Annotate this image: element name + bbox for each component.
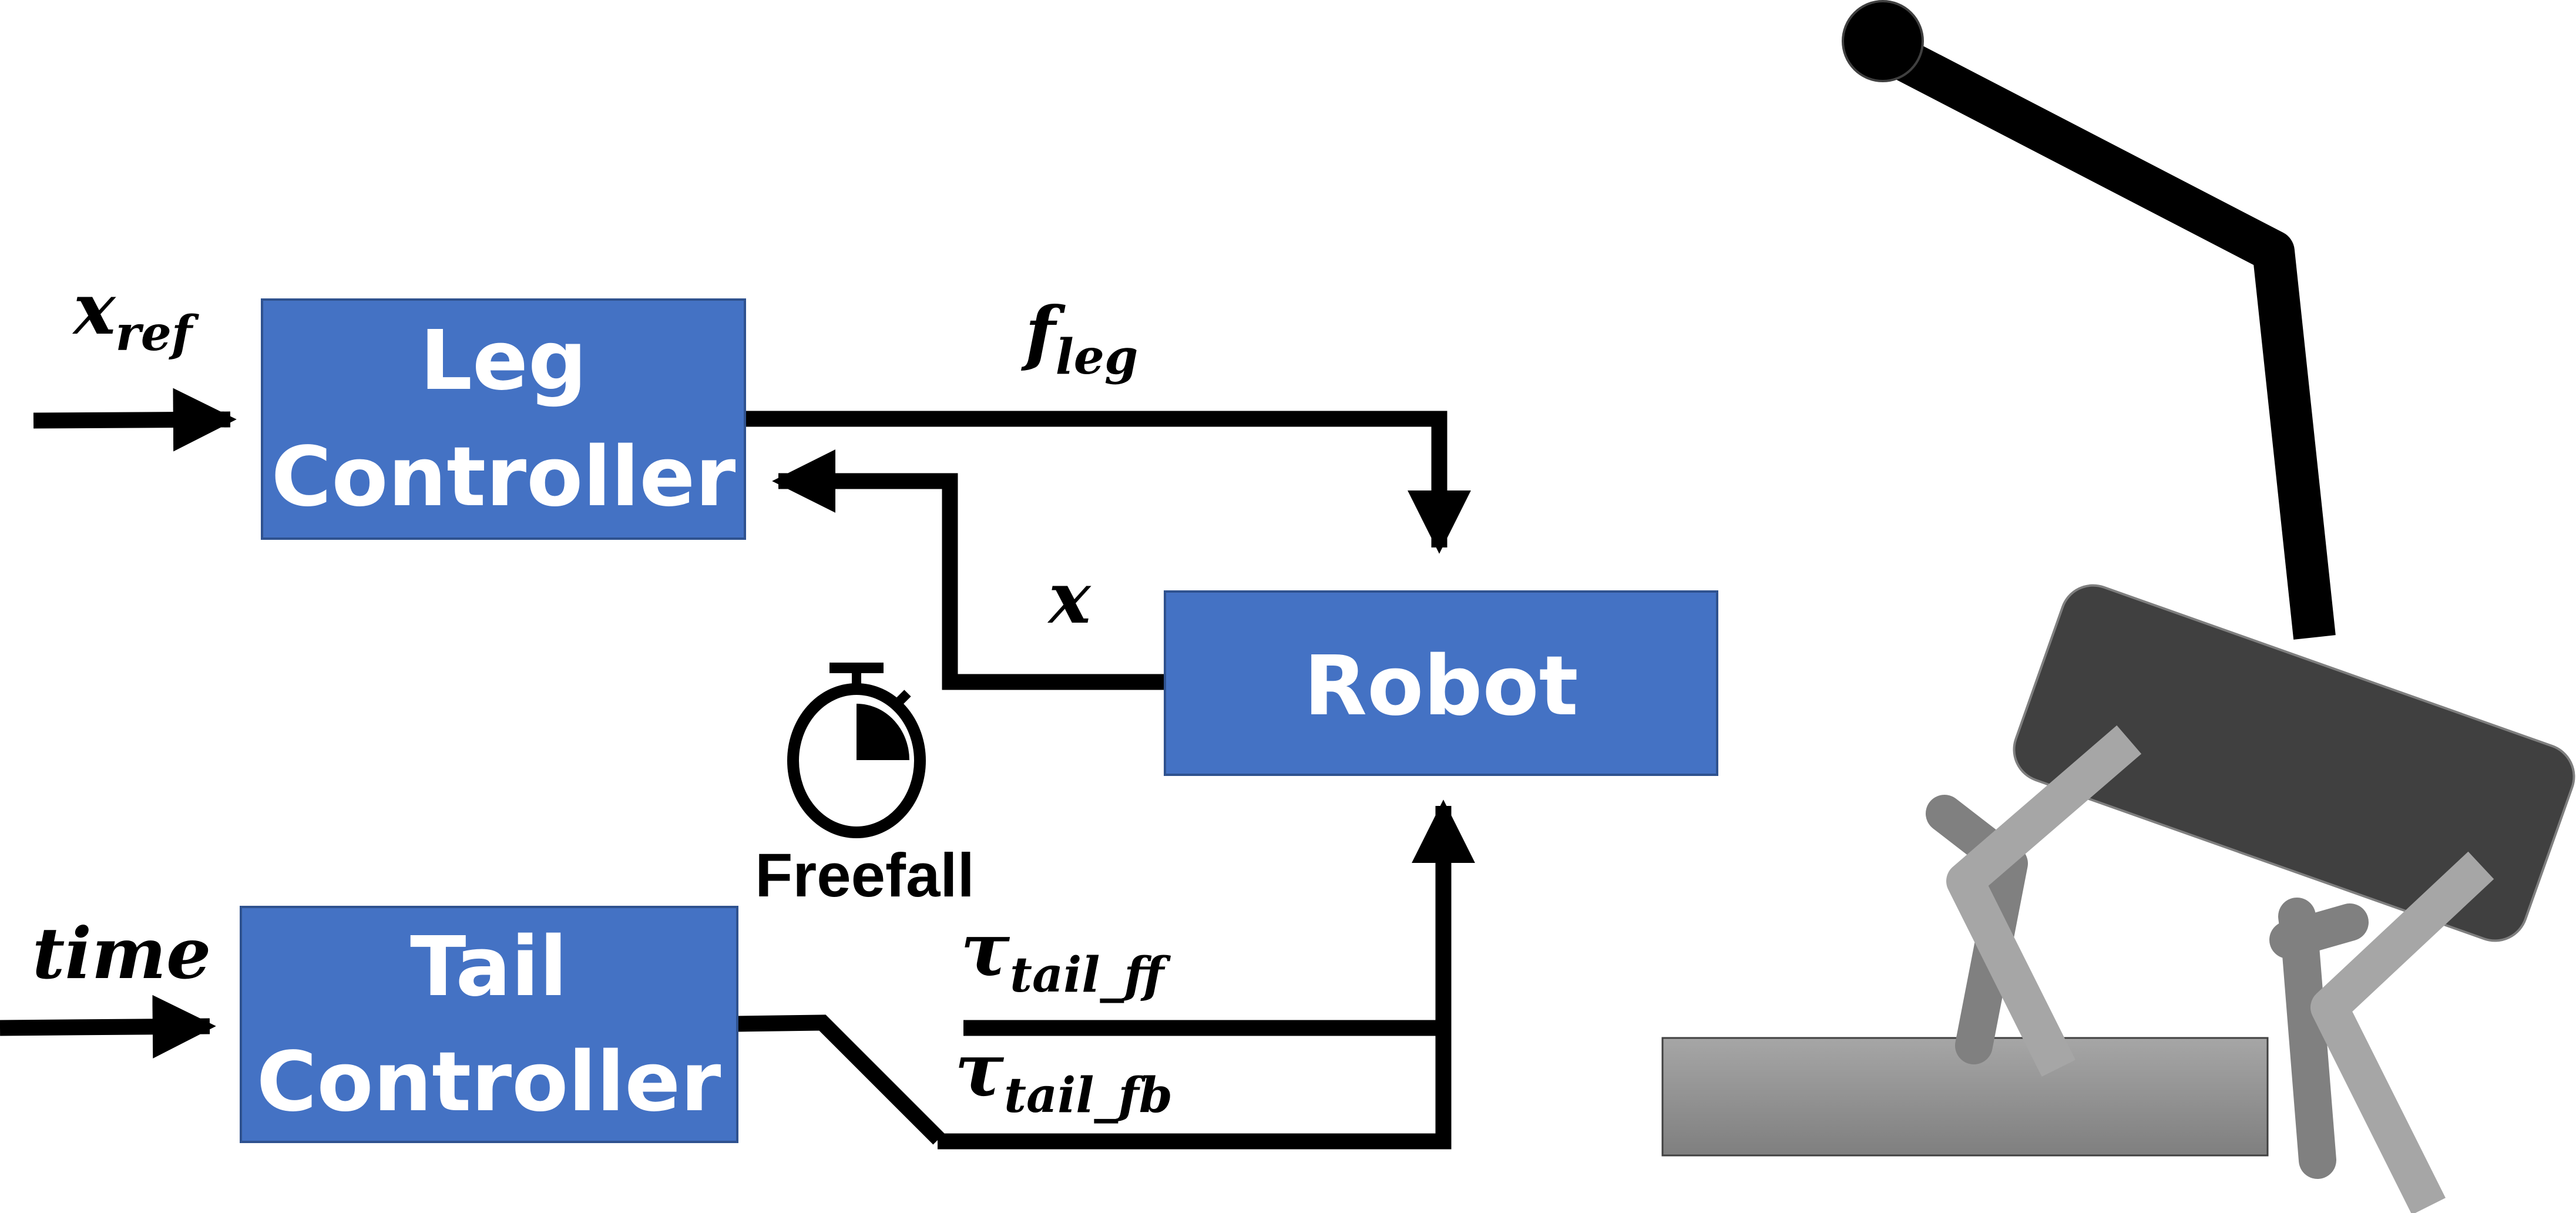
x-feedback-arrow xyxy=(772,449,1165,690)
front-leg-back-top xyxy=(2269,903,2369,959)
signal-label-xref: xref xyxy=(72,268,199,362)
robot-block: Robot xyxy=(1164,590,1718,776)
tail-controller-block: Tail Controller xyxy=(240,906,738,1143)
leg-controller-box xyxy=(261,298,746,540)
fleg-arrow xyxy=(744,411,1471,554)
signal-label-x: x xyxy=(1047,557,1091,640)
tailed-quadruped-robot-icon xyxy=(1661,0,2575,1213)
freefall-caption: Freefall xyxy=(755,841,975,910)
robot-label: Robot xyxy=(1304,639,1578,734)
leg-controller-label-line2: Controller xyxy=(271,429,736,525)
signal-label-tau-tail-fb: τtail_fb xyxy=(955,1027,1173,1124)
signal-label-time: time xyxy=(32,912,211,995)
tail-controller-box xyxy=(240,906,738,1143)
rear-leg-front xyxy=(1946,725,2142,1077)
leg-controller-block: Leg Controller xyxy=(261,298,746,540)
time-arrow xyxy=(0,994,216,1059)
tail-controller-label-line2: Controller xyxy=(257,1034,721,1130)
tail-controller-label-line1: Tail xyxy=(410,919,567,1015)
signal-label-tau-tail-ff: τtail_ff xyxy=(960,907,1171,1003)
tau-fb-arrow xyxy=(938,799,1475,1150)
leg-controller-label-line1: Leg xyxy=(420,313,587,409)
xref-arrow xyxy=(33,388,237,452)
signal-label-fleg: fleg xyxy=(1020,291,1138,385)
tail-tip-mass xyxy=(1842,0,1924,82)
signal-lines xyxy=(0,388,1475,1150)
front-leg-front xyxy=(2310,851,2494,1213)
robot-box xyxy=(1164,590,1718,776)
stopwatch-icon xyxy=(787,663,926,838)
robot-tail xyxy=(1867,27,2336,640)
tail-switch-line xyxy=(737,1014,945,1145)
robot-body xyxy=(2013,584,2575,942)
